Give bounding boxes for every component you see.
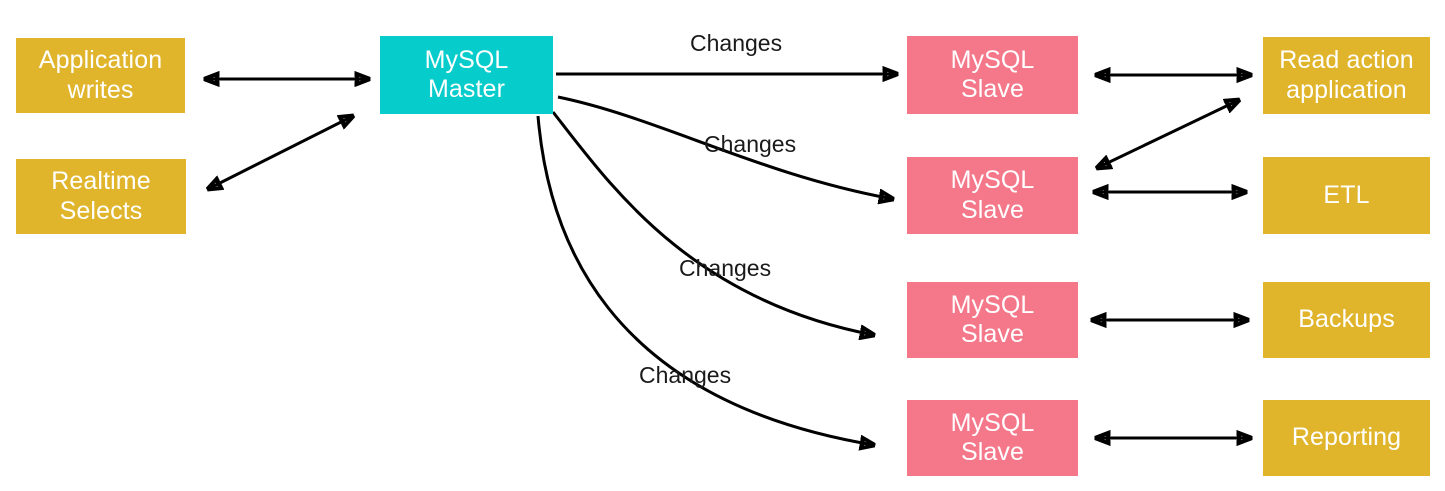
edge-label-changes-3: Changes [679,255,772,281]
edge-label-changes-2: Changes [704,131,797,157]
node-label-application-writes: Application writes [38,46,163,104]
edge-slave-2-to-read-action-application [1097,100,1239,168]
node-backups[interactable]: Backups [1263,282,1430,358]
node-application-writes[interactable]: Application writes [16,38,185,113]
node-label-mysql-slave-2: MySQL Slave [950,166,1035,224]
node-mysql-slave-4[interactable]: MySQL Slave [907,400,1078,476]
node-label-mysql-slave-3: MySQL Slave [950,290,1035,349]
node-label-read-action-application: Read action application [1279,46,1414,104]
node-reporting[interactable]: Reporting [1263,400,1430,476]
node-label-etl: ETL [1323,180,1370,209]
node-mysql-slave-1[interactable]: MySQL Slave [907,36,1078,114]
edge-label-changes-4: Changes [639,362,732,388]
node-label-mysql-slave-1: MySQL Slave [950,45,1035,104]
node-mysql-slave-3[interactable]: MySQL Slave [907,282,1078,358]
node-etl[interactable]: ETL [1263,157,1430,234]
node-read-action-application[interactable]: Read action application [1263,37,1430,114]
edge-label-changes-1: Changes [690,30,783,56]
node-label-mysql-master: MySQL Master [424,45,509,104]
node-mysql-slave-2[interactable]: MySQL Slave [907,157,1078,234]
node-label-mysql-slave-4: MySQL Slave [950,408,1035,467]
edge-realtime-selects-to-master [208,116,353,189]
node-label-backups: Backups [1298,305,1395,334]
node-label-reporting: Reporting [1291,423,1402,452]
node-realtime-selects[interactable]: Realtime Selects [16,159,186,234]
node-label-realtime-selects: Realtime Selects [51,167,151,225]
node-mysql-master[interactable]: MySQL Master [380,36,553,114]
